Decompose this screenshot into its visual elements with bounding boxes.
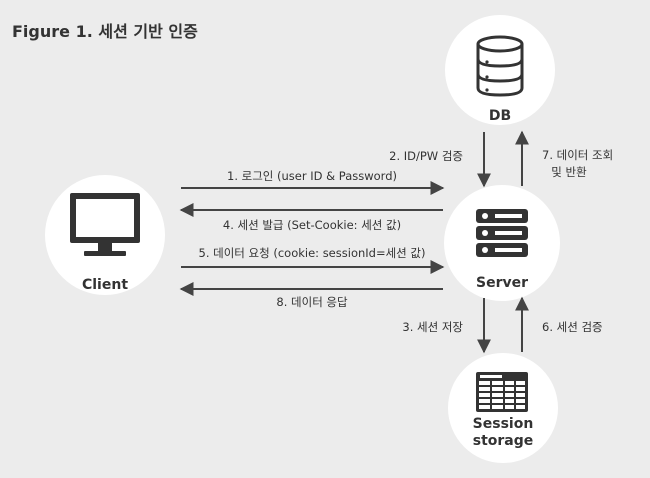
figure-title: Figure 1. 세션 기반 인증 — [12, 22, 198, 41]
edge-label-session-issue: 4. 세션 발급 (Set-Cookie: 세션 값) — [223, 218, 401, 232]
session-label-line1: Session — [473, 416, 534, 432]
session-label-line2: storage — [473, 433, 534, 449]
client-node: Client — [45, 175, 165, 295]
edge-label-data-request: 5. 데이터 요청 (cookie: sessionId=세션 값) — [199, 246, 426, 260]
edge-label-session-verify: 6. 세션 검증 — [542, 320, 603, 334]
edge-label-data-response: 8. 데이터 응답 — [276, 295, 348, 309]
client-label: Client — [82, 277, 128, 293]
edge-label-data-fetch-line2: 및 반환 — [551, 165, 587, 179]
server-node: Server — [444, 185, 560, 301]
edge-label-login: 1. 로그인 (user ID & Password) — [227, 169, 397, 183]
monitor-icon — [70, 193, 140, 256]
db-node: DB — [445, 15, 555, 125]
db-label: DB — [489, 108, 511, 124]
server-icon — [476, 209, 528, 257]
edge-label-data-fetch-line1: 7. 데이터 조회 — [542, 148, 613, 162]
session-table-icon — [476, 372, 528, 412]
server-label: Server — [476, 275, 528, 291]
database-icon — [476, 35, 524, 97]
session-storage-node: Session storage — [448, 353, 558, 463]
edge-label-idpw-verify: 2. ID/PW 검증 — [389, 149, 463, 163]
edge-label-session-store: 3. 세션 저장 — [402, 320, 463, 334]
